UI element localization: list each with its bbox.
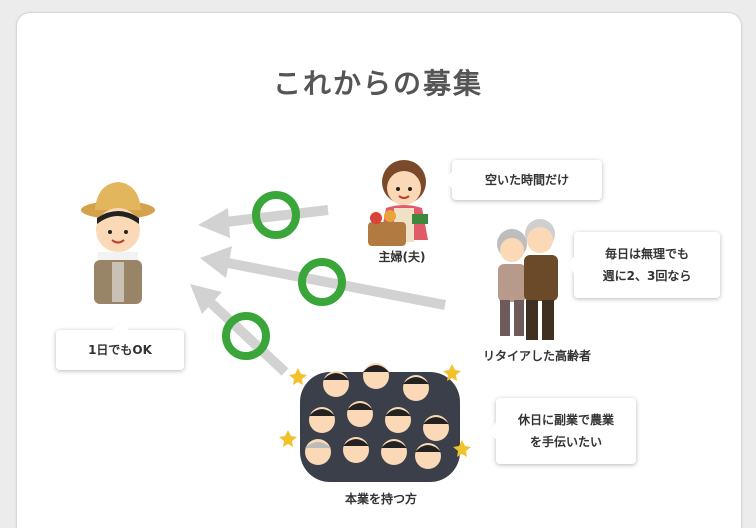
elderly-label: リタイアした高齢者: [482, 349, 591, 363]
arrow-icon: [190, 284, 289, 376]
ok-circle-icon: [222, 312, 270, 360]
housewife-label: 主婦(夫): [378, 250, 426, 264]
housewife-bubble: 空いた時間だけ: [452, 160, 602, 200]
ok-circle-icon: [252, 191, 300, 239]
elderly-bubble: 毎日は無理でも 週に2、3回なら: [574, 232, 720, 298]
business-people-illustration: [279, 363, 471, 482]
farmer-bubble: 1日でもOK: [56, 330, 184, 370]
arrow-icon: [198, 205, 329, 238]
farmer-illustration: [81, 182, 155, 304]
business-label: 本業を持つ方: [344, 492, 417, 506]
arrow-icon: [200, 246, 446, 310]
slide-title: これからの募集: [272, 67, 483, 100]
business-bubble: 休日に副業で農業 を手伝いたい: [496, 398, 636, 464]
ok-circle-icon: [298, 258, 346, 306]
elderly-couple-illustration: [497, 219, 558, 340]
housewife-illustration: [368, 160, 428, 246]
